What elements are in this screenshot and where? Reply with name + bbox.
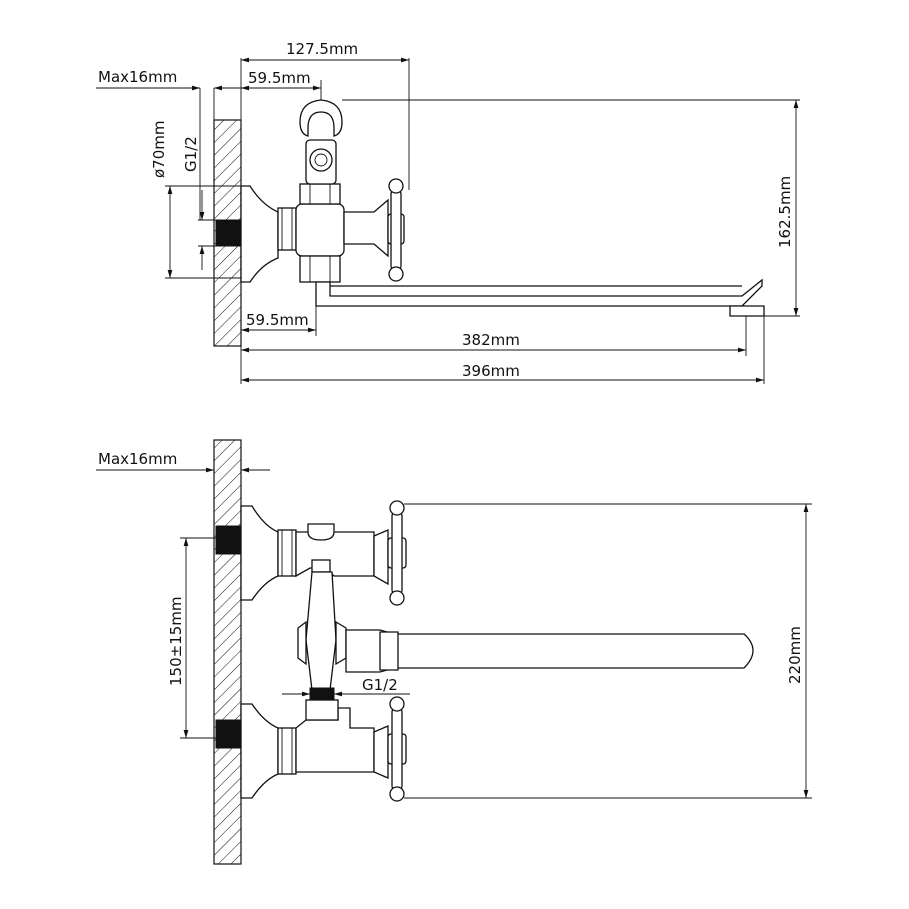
flange-upper: [240, 505, 279, 601]
shower-holder-top: [299, 99, 343, 137]
inlet-block-upper: [215, 525, 241, 555]
inlet-block-lower: [215, 719, 241, 749]
spout-tip-top: [729, 305, 765, 317]
top-view: Max16mm 127.5mm 59.5mm 162.5mm ø70mm G1/…: [96, 40, 800, 384]
inlet-block-top: [215, 219, 241, 247]
dim-thread-bottom: G1/2: [362, 676, 398, 694]
bottom-view: Max16mm 150±15mm G1/2 220mm: [96, 439, 812, 865]
dim-thread-top: G1/2: [182, 136, 200, 172]
flange-top: [240, 185, 279, 283]
dim-max-wall-top: Max16mm: [98, 68, 177, 86]
thread-band: [309, 687, 335, 701]
dim-centers: 150±15mm: [167, 596, 185, 686]
handle-lever-lower: [391, 707, 403, 791]
spout-top: [315, 278, 763, 307]
lower-nut-top: [299, 255, 341, 283]
dim-height: 162.5mm: [776, 176, 794, 248]
dim-outlet-offset-bottom: 59.5mm: [246, 311, 309, 329]
handle-arm-lower: [373, 725, 389, 779]
dim-span: 220mm: [786, 626, 804, 684]
dim-total-reach: 396mm: [462, 362, 520, 380]
handle-arm-upper: [373, 529, 389, 586]
valve-body-upper: [295, 531, 375, 578]
handle-arm-top: [343, 198, 389, 258]
dim-max-wall-bottom: Max16mm: [98, 450, 177, 468]
diverter-nut-top: [299, 183, 341, 205]
central-column: [305, 571, 337, 691]
dim-outlet-offset-top: 59.5mm: [248, 69, 311, 87]
flange-lower: [240, 703, 279, 799]
dim-spout-reach: 382mm: [462, 331, 520, 349]
wall-bottom: [213, 439, 242, 865]
handle-lever-top: [390, 189, 402, 271]
diverter-knob-top: [309, 148, 333, 172]
dim-flange-diameter: ø70mm: [150, 121, 168, 179]
spout-bottom: [345, 629, 754, 673]
valve-body-top: [295, 203, 345, 257]
handle-lever-upper: [391, 511, 403, 595]
flange-nut-top: [277, 207, 297, 251]
dim-width-overall: 127.5mm: [286, 40, 358, 58]
